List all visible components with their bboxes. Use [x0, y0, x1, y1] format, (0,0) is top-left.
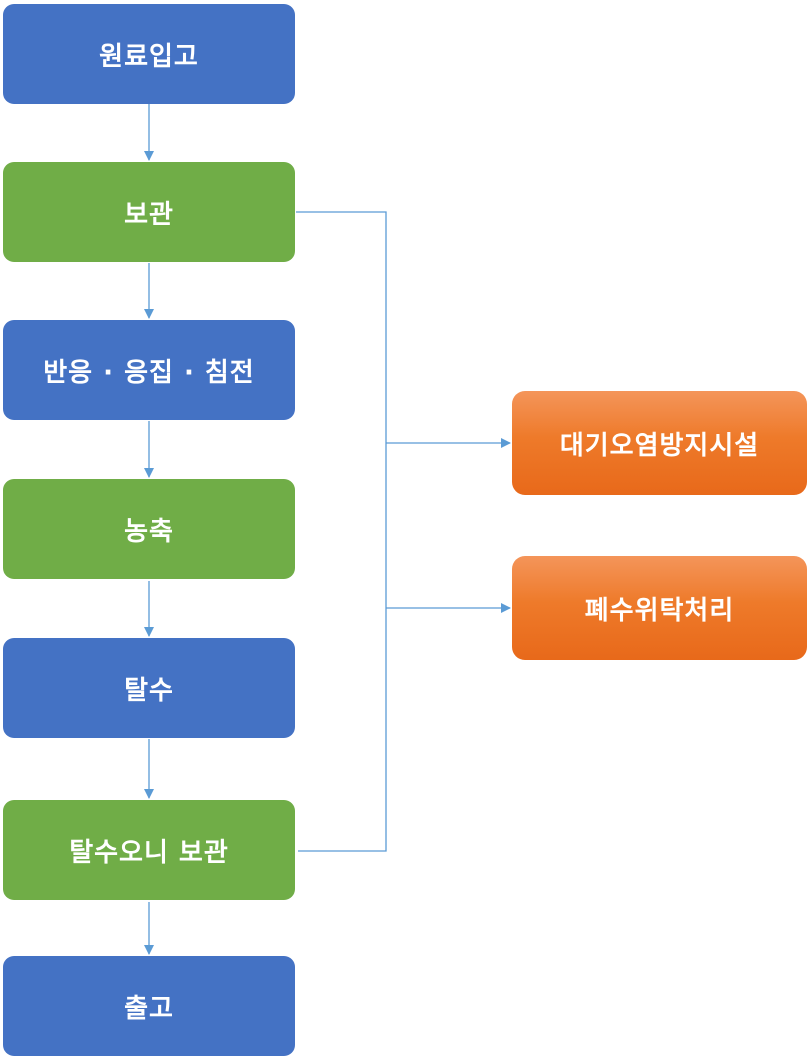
step-raw-material-intake: 원료입고 — [3, 4, 295, 104]
step-dewatering: 탈수 — [3, 638, 295, 738]
step-label: 농축 — [124, 516, 174, 547]
output-wastewater-consignment: 폐수위탁처리 — [512, 556, 807, 660]
output-label: 대기오염방지시설 — [559, 430, 760, 461]
step-label: 반응 · 응집 · 침전 — [43, 357, 255, 388]
step-dewatered-sludge-storage: 탈수오니 보관 — [3, 800, 295, 900]
bracket-line — [296, 211, 387, 852]
step-label: 탈수오니 보관 — [69, 837, 229, 868]
step-label: 출고 — [124, 993, 174, 1024]
step-label: 보관 — [124, 199, 174, 230]
step-label: 탈수 — [124, 675, 174, 706]
step-thickening: 농축 — [3, 479, 295, 579]
step-reaction-coagulation-sedimentation: 반응 · 응집 · 침전 — [3, 320, 295, 420]
output-air-pollution-control: 대기오염방지시설 — [512, 391, 807, 495]
step-storage: 보관 — [3, 162, 295, 262]
output-label: 폐수위탁처리 — [584, 595, 735, 626]
step-shipment: 출고 — [3, 956, 295, 1056]
step-label: 원료입고 — [99, 41, 199, 72]
